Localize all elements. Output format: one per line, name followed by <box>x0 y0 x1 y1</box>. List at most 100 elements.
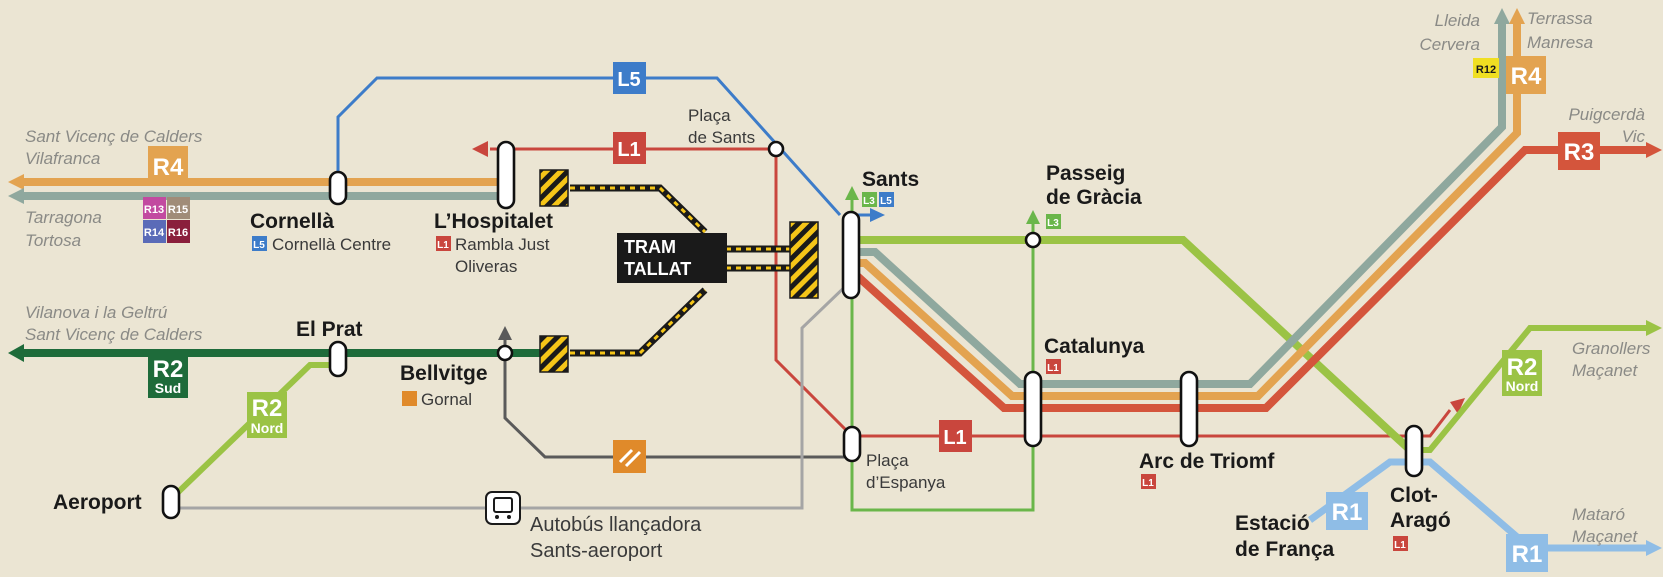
fgc-line <box>503 340 852 459</box>
badge-cornella-l5: L5 <box>252 236 267 251</box>
station-marker-placa-espanya[interactable] <box>842 425 862 463</box>
station-marker-cornella[interactable] <box>328 170 348 206</box>
station-marker-aeroport[interactable] <box>161 484 181 520</box>
trunk-r4 <box>850 22 1521 400</box>
badge-catalunya-l1: L1 <box>1046 359 1061 374</box>
svg-text:R2: R2 <box>153 356 184 383</box>
label-gornal: Gornal <box>421 390 472 409</box>
dest-north-1a: Lleida <box>1435 11 1480 30</box>
dest-north-1b: Cervera <box>1420 35 1480 54</box>
label-placa-sants-2: de Sants <box>688 128 755 147</box>
svg-text:Sud: Sud <box>155 380 181 396</box>
badge-hospitalet-l1: L1 <box>436 236 451 251</box>
label-sants: Sants <box>862 168 919 191</box>
bus-notice-line-1: Autobús llançadora <box>530 514 702 536</box>
dest-east-2b: Maçanet <box>1572 361 1638 380</box>
dest-west-mid-1: Tarragona <box>25 208 102 227</box>
svg-text:R13: R13 <box>144 204 164 216</box>
dest-west-top-2: Vilafranca <box>25 149 100 168</box>
badge-sants-l5: L5 <box>879 192 894 207</box>
badge-r2-nord-west: R2 Nord <box>247 392 287 438</box>
label-cornella: Cornellà <box>250 210 334 233</box>
station-marker-arc-triomf[interactable] <box>1179 370 1199 448</box>
label-passeig-1: Passeig <box>1046 162 1125 185</box>
station-marker-clot[interactable] <box>1404 424 1424 478</box>
badge-r2-sud: R2 Sud <box>148 352 188 398</box>
label-hospitalet: L’Hospitalet <box>434 210 553 233</box>
dest-west-top-1: Sant Vicenç de Calders <box>25 127 203 146</box>
svg-text:R3: R3 <box>1564 139 1595 166</box>
svg-text:L5: L5 <box>880 196 892 207</box>
svg-text:L1: L1 <box>437 240 449 251</box>
tram-tallat-box <box>617 233 727 283</box>
label-placa-espanya-2: d’Espanya <box>866 473 946 492</box>
dest-east-1b: Vic <box>1622 127 1646 146</box>
r1-line <box>1307 458 1648 552</box>
dest-east-3a: Mataró <box>1572 505 1625 524</box>
trunk-lime <box>850 236 1413 453</box>
bus-notice-line-2: Sants-aeroport <box>530 540 663 562</box>
hazard-block-hospitalet <box>539 169 569 207</box>
dest-east-3b: Maçanet <box>1572 527 1638 546</box>
badge-l1-hospitalet: L1 <box>613 132 646 164</box>
label-bellvitge: Bellvitge <box>400 362 488 385</box>
svg-text:L1: L1 <box>1394 540 1406 551</box>
badge-passeig-l3: L3 <box>1046 214 1061 229</box>
label-estacio-2: de França <box>1235 538 1335 561</box>
l3-line <box>850 200 1035 512</box>
station-marker-placa-sants[interactable] <box>767 140 785 158</box>
dest-west-low-1: Vilanova i la Geltrú <box>25 303 168 322</box>
svg-text:R2: R2 <box>252 395 283 422</box>
fgc-logo-icon <box>613 440 646 473</box>
label-clot-1: Clot- <box>1390 484 1438 507</box>
l1-arrowhead-east <box>1450 398 1465 414</box>
hazard-block-bellvitge <box>539 335 569 373</box>
label-clot-2: Aragó <box>1390 509 1451 532</box>
label-arc: Arc de Triomf <box>1139 450 1275 473</box>
station-marker-bellvitge[interactable] <box>496 344 514 362</box>
svg-text:R4: R4 <box>1511 63 1542 90</box>
svg-text:R4: R4 <box>153 154 184 181</box>
badge-l5: L5 <box>613 62 646 94</box>
badge-r14: R14 <box>143 220 166 243</box>
badge-clot-l1: L1 <box>1393 536 1408 551</box>
svg-text:R15: R15 <box>168 204 188 216</box>
label-catalunya: Catalunya <box>1044 335 1145 358</box>
station-marker-hospitalet[interactable] <box>496 140 516 210</box>
label-aeroport: Aeroport <box>53 491 142 514</box>
label-el-prat: El Prat <box>296 318 363 341</box>
hazard-block-sants <box>789 221 819 299</box>
dest-north-2a: Terrassa <box>1527 9 1593 28</box>
label-estacio-1: Estació <box>1235 512 1310 535</box>
badge-r3: R3 <box>1558 132 1600 170</box>
svg-text:R1: R1 <box>1332 499 1363 526</box>
svg-text:R16: R16 <box>168 227 188 239</box>
station-marker-sants[interactable] <box>841 210 861 300</box>
svg-text:R14: R14 <box>144 227 165 239</box>
badge-arc-l1: L1 <box>1141 474 1156 489</box>
dest-east-2a: Granollers <box>1572 339 1651 358</box>
dest-west-low-2: Sant Vicenç de Calders <box>25 325 203 344</box>
badge-r15: R15 <box>167 197 190 219</box>
badge-r4-north: R4 <box>1506 56 1546 94</box>
badge-sants-l3: L3 <box>862 192 877 207</box>
svg-text:L1: L1 <box>1142 478 1154 489</box>
label-rambla-2: Oliveras <box>455 257 517 276</box>
l1-arrowhead-west <box>472 141 488 157</box>
label-placa-sants-1: Plaça <box>688 106 731 125</box>
svg-text:L1: L1 <box>1047 363 1059 374</box>
station-marker-catalunya[interactable] <box>1023 370 1043 448</box>
l5-arrowhead <box>870 208 885 222</box>
svg-text:R2: R2 <box>1507 354 1538 381</box>
dest-west-mid-2: Tortosa <box>25 231 81 250</box>
badge-r2-nord-east: R2 Nord <box>1502 350 1542 396</box>
badge-r12: R12 <box>1473 58 1499 78</box>
svg-text:Nord: Nord <box>1506 378 1539 394</box>
badge-r13: R13 <box>143 197 166 219</box>
dest-north-2b: Manresa <box>1527 33 1593 52</box>
tram-tallat-line-1: TRAM <box>624 237 676 257</box>
badge-r4-west: R4 <box>148 146 188 184</box>
station-marker-passeig-gracia[interactable] <box>1024 231 1042 249</box>
station-marker-el-prat[interactable] <box>328 340 348 378</box>
svg-text:L5: L5 <box>617 69 640 91</box>
